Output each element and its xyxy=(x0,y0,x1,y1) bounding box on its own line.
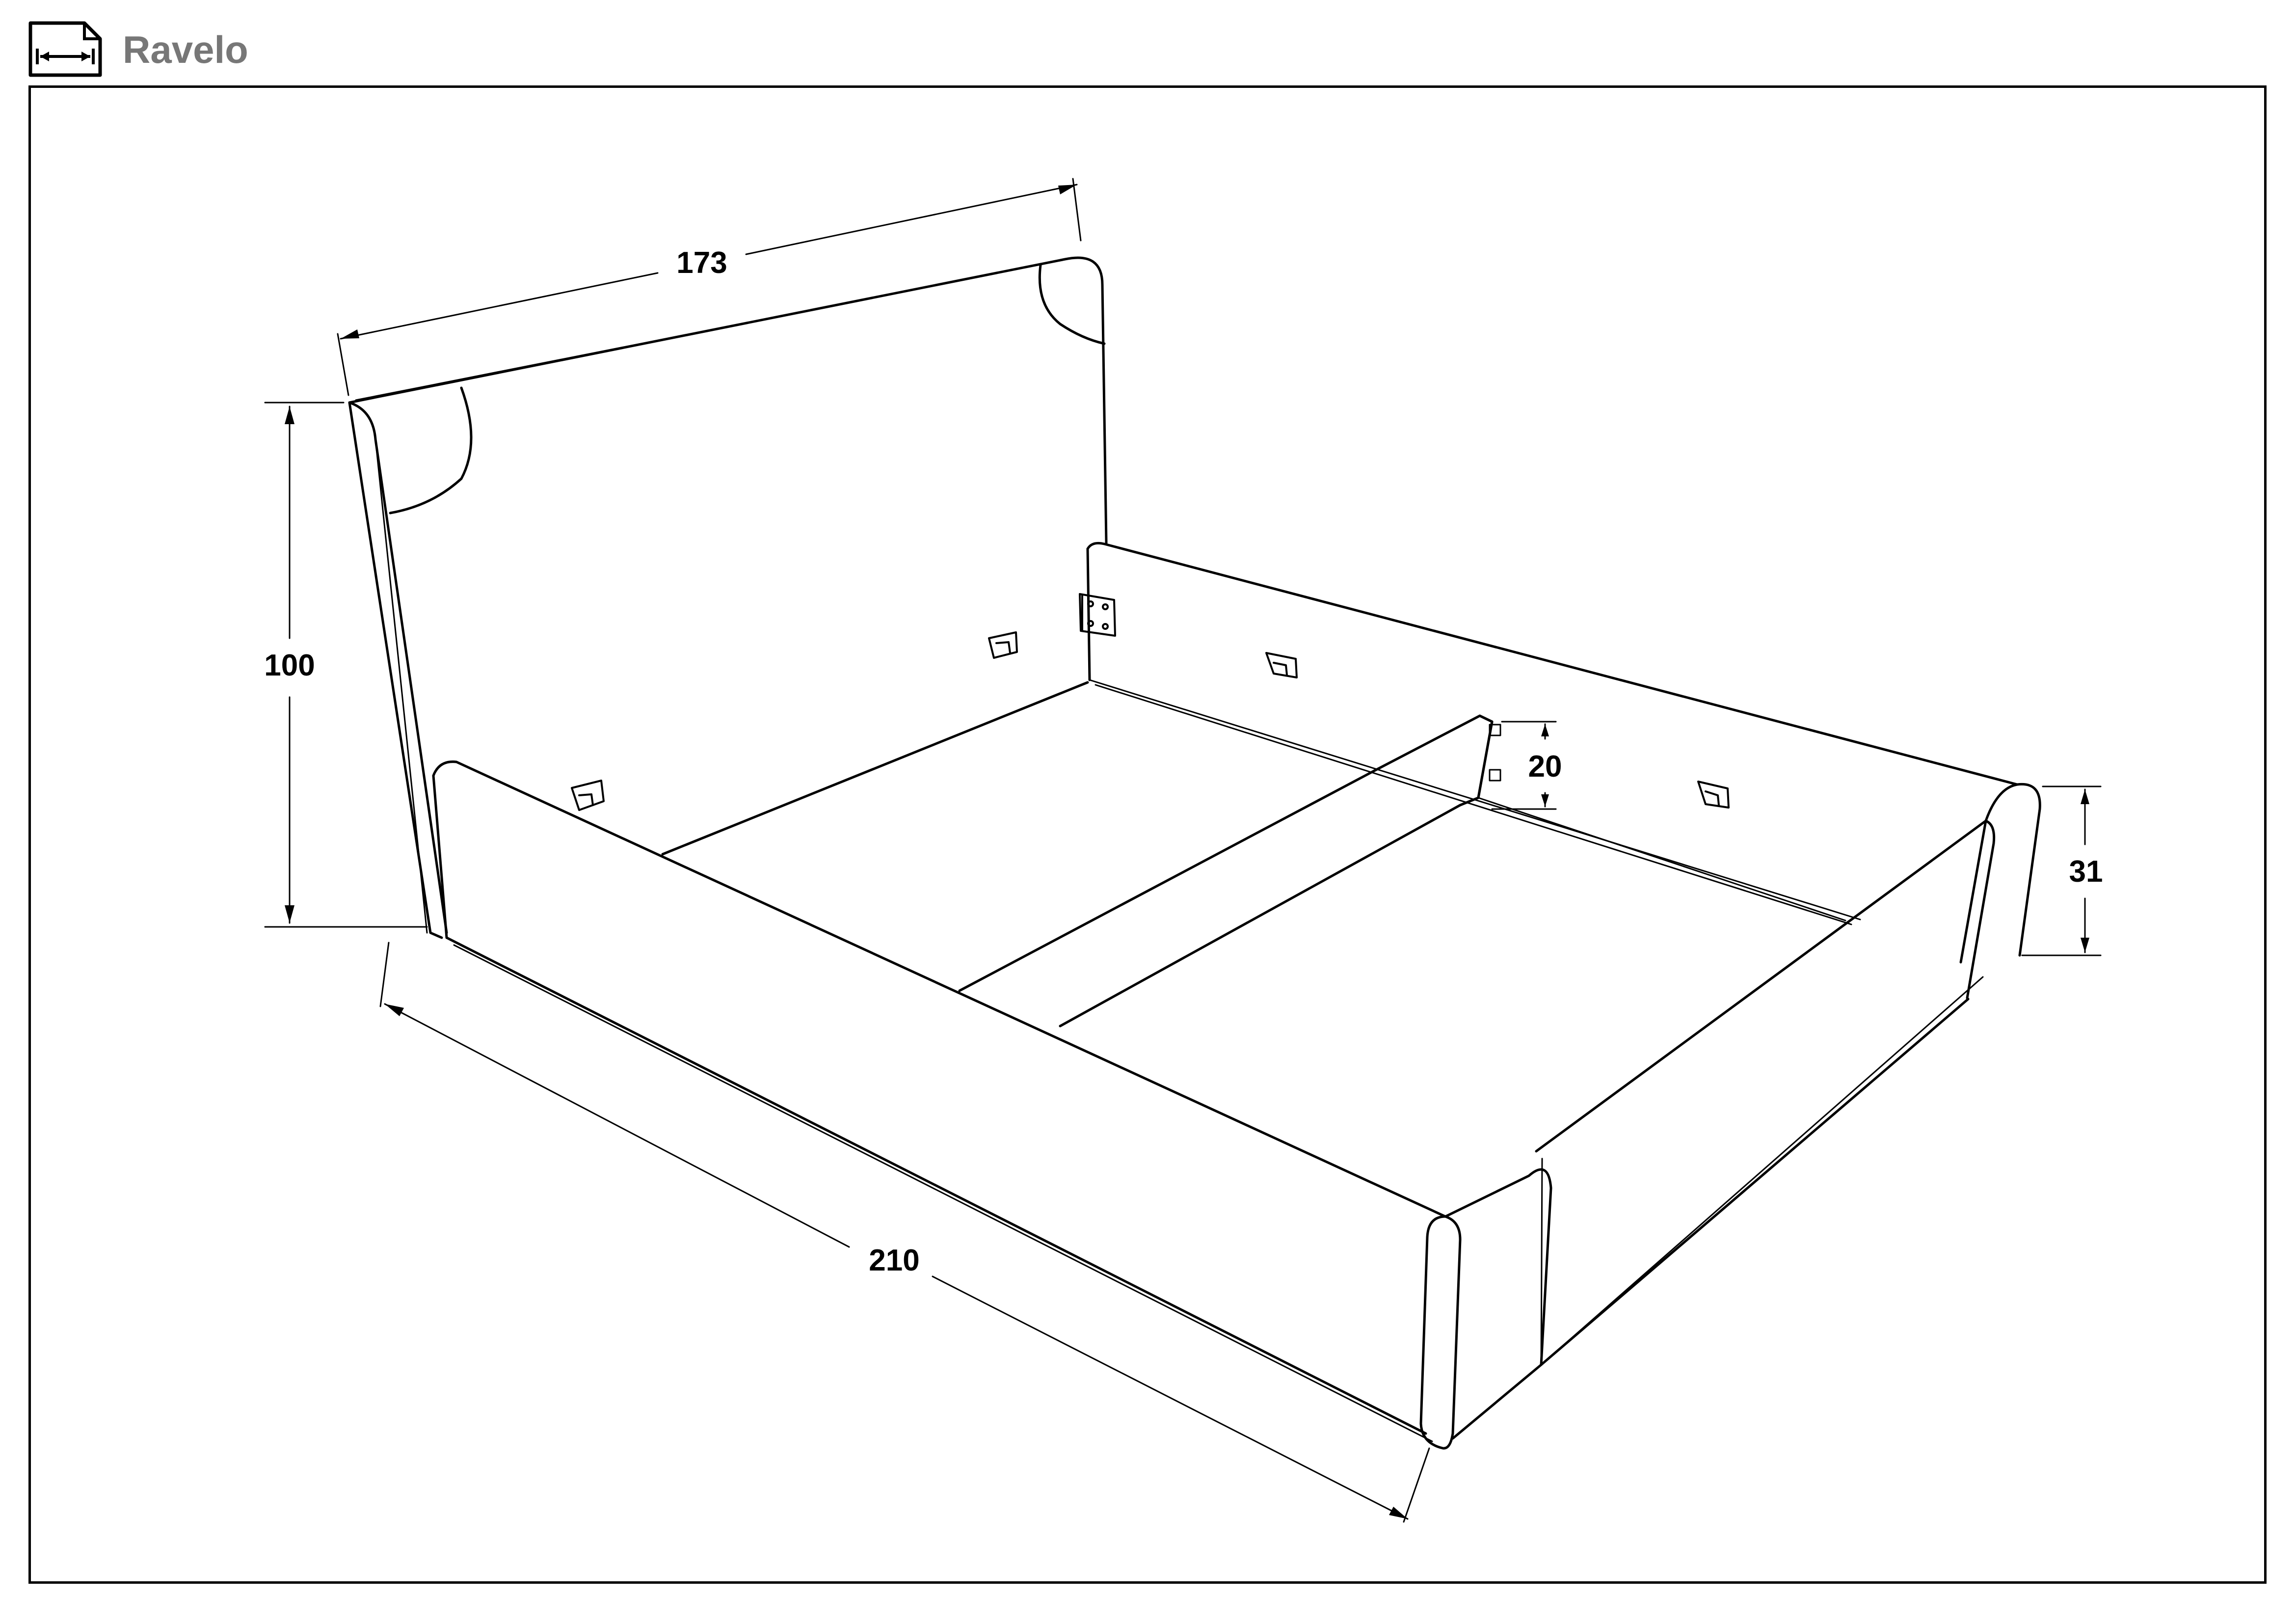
footboard xyxy=(1419,819,1987,1450)
drawing-frame xyxy=(28,85,2267,1584)
dimension-label-headboard-width: 173 xyxy=(676,246,727,280)
dimension-lines xyxy=(264,178,2102,1523)
dimensions-icon xyxy=(28,21,102,77)
headboard xyxy=(348,256,1108,939)
bracket-side-rail-2 xyxy=(1697,781,1730,809)
left-side-rail xyxy=(432,760,1447,1442)
bracket-headboard-left xyxy=(571,780,605,811)
slat-clips xyxy=(1489,724,1501,782)
dimension-arrows xyxy=(285,185,2089,1519)
bracket-headboard-right xyxy=(988,631,1018,659)
hinge-plate xyxy=(1079,593,1116,637)
dimension-label-length: 210 xyxy=(869,1244,919,1277)
bed-base xyxy=(661,681,1846,1028)
dimension-label-side-height: 31 xyxy=(2069,855,2103,889)
right-side-rail xyxy=(1086,541,2019,925)
dimension-label-headboard-height: 100 xyxy=(264,649,315,682)
bracket-side-rail-1 xyxy=(1265,652,1298,678)
product-name: Ravelo xyxy=(123,27,248,71)
dimension-label-slat-height: 20 xyxy=(1528,750,1562,784)
header: Ravelo xyxy=(27,19,248,81)
footboard-right-post xyxy=(1959,783,2041,1000)
